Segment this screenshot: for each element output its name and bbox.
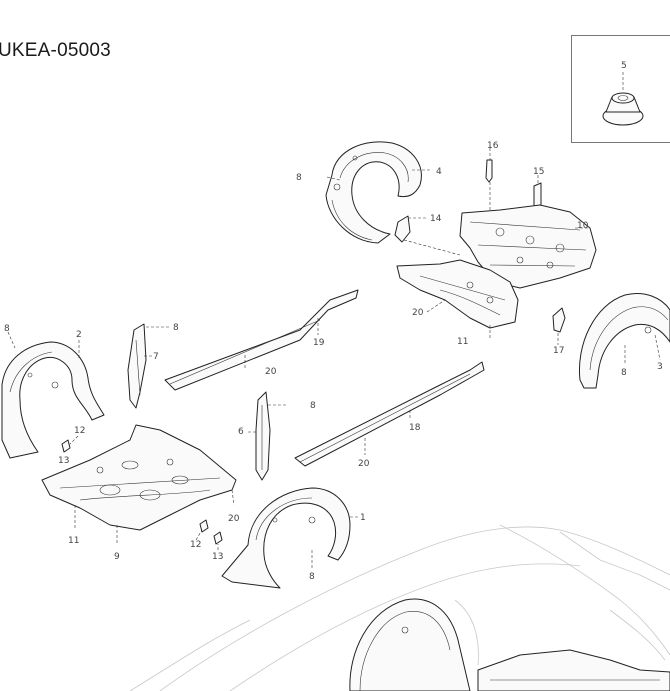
callout-20: 20 — [228, 514, 240, 524]
callout-18: 18 — [409, 423, 421, 433]
part-19-side-trim — [164, 289, 359, 391]
part-7-strut — [127, 323, 170, 409]
callout-15: 15 — [533, 167, 544, 177]
part-bottom-under-cover — [477, 649, 670, 691]
part-6-strut — [248, 391, 288, 481]
callout-19: 19 — [313, 338, 325, 348]
callout-12: 12 — [190, 540, 201, 550]
callout-8: 8 — [310, 401, 316, 411]
callout-10: 10 — [577, 221, 589, 231]
callout-8: 8 — [621, 368, 627, 378]
callout-6: 6 — [238, 427, 244, 437]
part-10-under-cover — [459, 204, 597, 289]
callout-20: 20 — [412, 308, 424, 318]
callout-11: 11 — [457, 337, 468, 347]
callout-12: 12 — [74, 426, 85, 436]
callout-8: 8 — [173, 323, 179, 333]
callout-2: 2 — [76, 330, 82, 340]
callout-1: 1 — [360, 513, 366, 523]
callout-7: 7 — [153, 352, 159, 362]
callout-5: 5 — [621, 61, 627, 71]
callout-13: 13 — [58, 456, 69, 466]
callout-8: 8 — [309, 572, 315, 582]
callout-20: 20 — [265, 367, 277, 377]
callout-8: 8 — [4, 324, 10, 334]
part-5-grommet — [602, 72, 644, 126]
part-2-wheel-guard — [1, 331, 105, 459]
callout-14: 14 — [430, 214, 442, 224]
callout-9: 9 — [114, 552, 120, 562]
callout-13: 13 — [212, 552, 223, 562]
part-3-wheel-guard — [578, 293, 670, 389]
part-17-clip — [552, 307, 566, 345]
part-4-wheel-guard — [325, 141, 432, 244]
callout-17: 17 — [553, 346, 564, 356]
callout-20: 20 — [358, 459, 370, 469]
vehicle-outline — [129, 524, 670, 691]
part-bottom-wheel-guard — [349, 598, 471, 691]
part-1-wheel-guard — [221, 487, 358, 589]
part-14-clip — [394, 215, 461, 256]
part-18-side-trim — [294, 361, 485, 467]
callout-11: 11 — [68, 536, 79, 546]
callout-3: 3 — [657, 362, 663, 372]
diagram-code: UKEA-05003 — [0, 40, 111, 61]
callout-4: 4 — [436, 167, 442, 177]
callout-8: 8 — [296, 173, 302, 183]
part-9-under-cover — [41, 424, 237, 545]
callout-16: 16 — [487, 141, 499, 151]
part-20-rear-panel — [396, 259, 519, 340]
part-12-13-clips — [61, 435, 223, 550]
callout-labels: 5 4 8 16 15 14 10 8 2 7 8 19 20 20 11 17… — [4, 61, 663, 582]
part-16-bracket — [485, 148, 493, 215]
